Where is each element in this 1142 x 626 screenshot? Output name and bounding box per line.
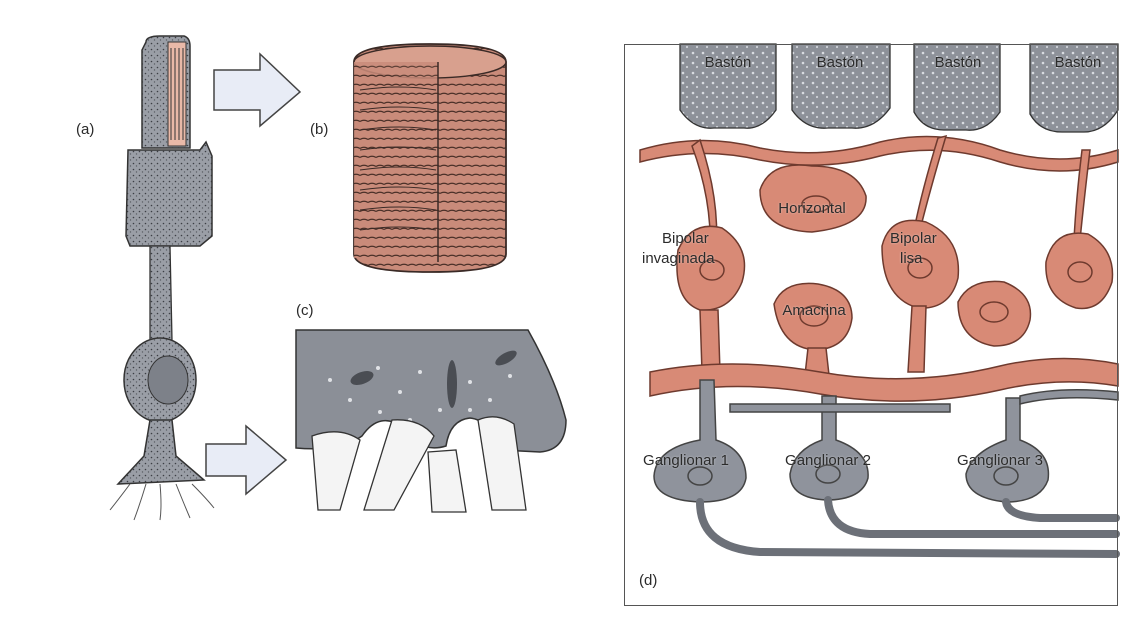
amacrina-label: Amacrina xyxy=(782,302,845,319)
panel-label-a: (a) xyxy=(76,121,94,138)
bipolar-invaginada-label-2: invaginada xyxy=(642,250,715,267)
ganglionar-label-3: Ganglionar 3 xyxy=(957,452,1043,469)
rod-label-3: Bastón xyxy=(935,54,982,71)
rod-label-1: Bastón xyxy=(705,54,752,71)
panel-d-frame xyxy=(624,44,1118,606)
ganglionar-label-2: Ganglionar 2 xyxy=(785,452,871,469)
rod-label-4: Bastón xyxy=(1055,54,1102,71)
panel-label-d: (d) xyxy=(639,572,657,589)
bipolar-lisa-label-1: Bipolar xyxy=(890,230,937,247)
bipolar-lisa-label-2: lisa xyxy=(900,250,923,267)
panel-label-b: (b) xyxy=(310,121,328,138)
bipolar-invaginada-label-1: Bipolar xyxy=(662,230,709,247)
disk-cylinder-b xyxy=(354,44,506,272)
rod-label-2: Bastón xyxy=(817,54,864,71)
ganglionar-label-1: Ganglionar 1 xyxy=(643,452,729,469)
disk-stack xyxy=(168,42,186,146)
rod-cell-a xyxy=(110,36,214,520)
arrow-to-b xyxy=(214,54,300,126)
panel-label-c: (c) xyxy=(296,302,314,319)
horizontal-label: Horizontal xyxy=(778,200,846,217)
synapse-c xyxy=(296,330,566,512)
arrow-to-c xyxy=(206,426,286,494)
